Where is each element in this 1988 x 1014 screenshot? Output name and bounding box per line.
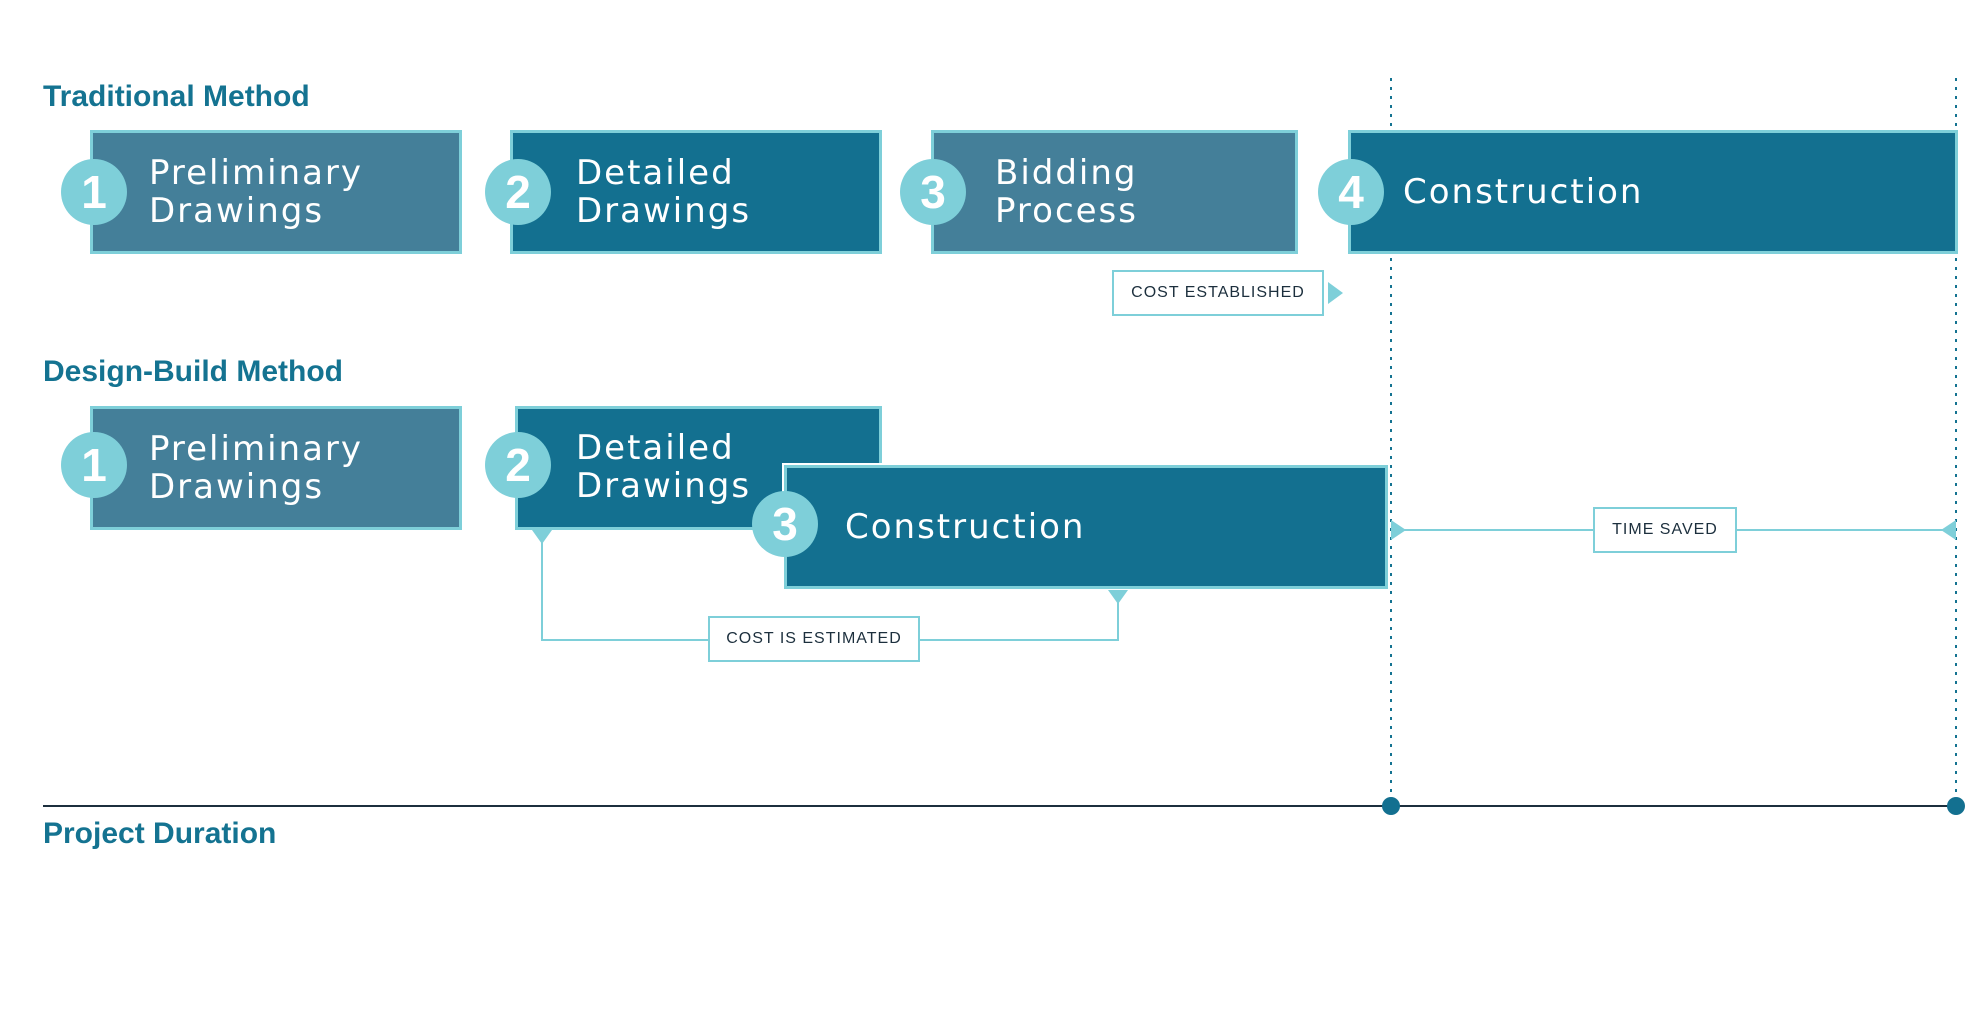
traditional-step-1: Preliminary Drawings [90,130,462,254]
timeline-marker-design-build [1382,797,1400,815]
traditional-step-4: Construction [1348,130,1958,254]
bracket-pointer-right [1108,590,1128,604]
cost-established-pointer [1328,282,1343,304]
step-number-badge: 4 [1318,159,1384,225]
step-number-badge: 2 [485,159,551,225]
timeline-marker-traditional [1947,797,1965,815]
design-build-step-1: Preliminary Drawings [90,406,462,530]
cost-established-callout: COST ESTABLISHED [1112,270,1324,316]
step-label: Bidding Process [995,153,1138,231]
step-label: Construction [845,507,1086,547]
time-saved-arrow-right [1941,520,1956,540]
step-label: Detailed Drawings [576,153,752,231]
step-label: Preliminary Drawings [149,429,363,507]
step-number-badge: 3 [900,159,966,225]
project-duration-label: Project Duration [43,817,277,850]
traditional-method-title: Traditional Method [43,80,310,113]
cost-estimated-callout: COST IS ESTIMATED [708,616,920,662]
time-saved-callout: TIME SAVED [1593,507,1737,553]
step-number-badge: 1 [61,432,127,498]
time-saved-arrow-left [1391,520,1406,540]
bracket-pointer-left [532,530,552,544]
traditional-step-3: Bidding Process [931,130,1298,254]
step-label: Detailed Drawings [576,428,752,506]
design-build-method-title: Design-Build Method [43,355,343,388]
traditional-step-2: Detailed Drawings [510,130,882,254]
design-build-step-3: Construction [784,465,1388,589]
step-number-badge: 1 [61,159,127,225]
step-label: Preliminary Drawings [149,153,363,231]
step-number-badge: 2 [485,432,551,498]
step-number-badge: 3 [752,491,818,557]
step-label: Construction [1403,172,1644,212]
